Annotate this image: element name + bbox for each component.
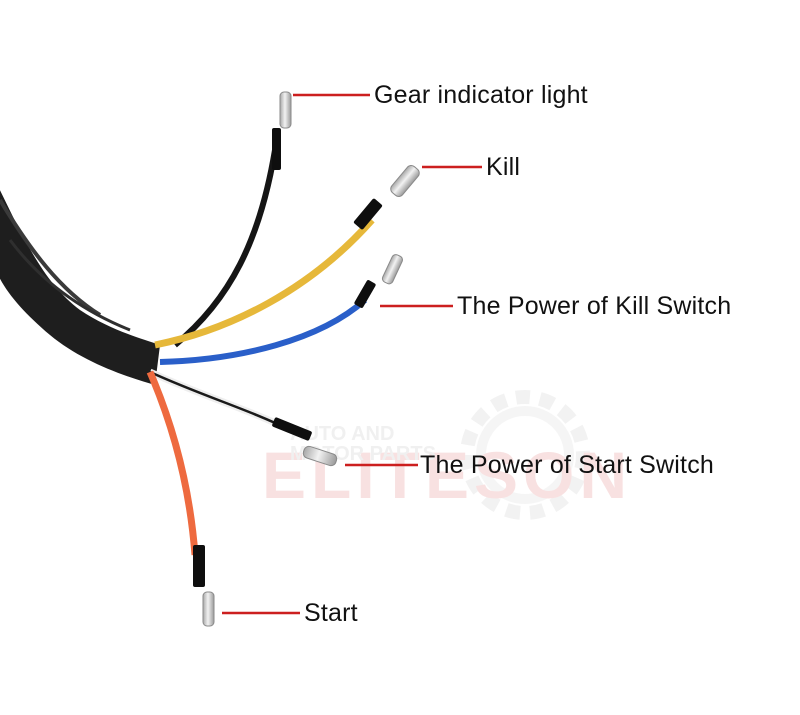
label-start: Start [304, 599, 358, 627]
label-kill: Kill [486, 153, 521, 181]
label-gear-indicator: Gear indicator light [374, 81, 588, 109]
label-start-switch-power: The Power of Start Switch [420, 451, 715, 479]
wire-kill-power [159, 254, 403, 365]
watermark-tagline-1: AUTO AND [290, 423, 394, 445]
bullet-connector-icon [302, 445, 338, 467]
leader-lines [222, 93, 482, 615]
bullet-connector-icon [202, 591, 215, 627]
wire-kill [154, 165, 420, 349]
label-kill-switch-power: The Power of Kill Switch [457, 292, 732, 320]
bullet-connector-icon [381, 254, 403, 285]
gear-icon [460, 390, 590, 520]
bullet-connector-icon [390, 165, 420, 197]
harness-sheath [0, 190, 160, 385]
wire-start-power [148, 368, 338, 467]
wire-start [146, 370, 215, 627]
bullet-connector-icon [279, 91, 292, 129]
wire-gear-indicator [173, 91, 292, 348]
